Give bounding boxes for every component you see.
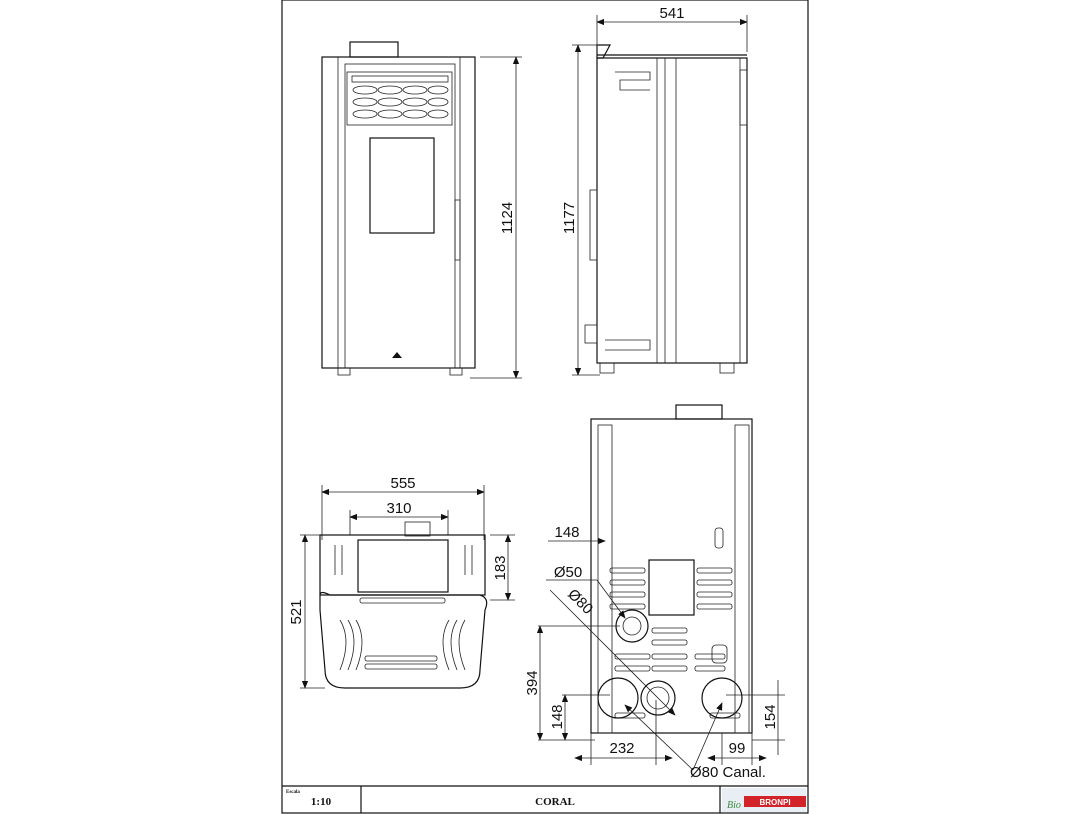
rear-air-inlet-diameter: Ø50 [554,564,582,581]
front-view: 1124 [321,41,522,379]
top-depth-dimension: 521 [288,599,305,624]
rear-lower-outlet-height: 148 [549,704,566,729]
top-inner-width-dimension: 310 [386,500,411,517]
model-name: CORAL [535,796,575,808]
title-block: Escala 1:10 CORAL Bio BRONPI [282,785,808,813]
rear-channel-offset: 99 [729,740,746,757]
rear-lower-outlet-offset: 232 [609,740,634,757]
side-view: 541 1177 [561,5,748,376]
top-view: 555 310 183 521 [288,475,515,689]
scale-value: 1:10 [311,796,332,808]
rear-view: 148 Ø50 Ø80 394 148 232 99 154 Ø80 Canal… [524,404,785,781]
top-offset-dimension: 183 [492,555,509,580]
drawing-frame [281,0,809,814]
side-height-dimension: 1177 [561,202,578,234]
svg-text:BRONPI: BRONPI [759,798,790,807]
top-width-dimension: 555 [390,475,415,492]
rear-flue-offset-dimension: 148 [554,524,579,541]
scale-label: Escala [286,790,300,795]
rear-channel-height: 154 [762,704,779,729]
front-height-dimension: 1124 [499,202,516,234]
rear-channel-diameter: Ø80 Canal. [690,764,766,781]
side-depth-dimension: 541 [659,5,684,22]
svg-text:Bio: Bio [727,800,741,811]
rear-flue-height-dimension: 394 [524,670,541,695]
bronpi-logo: Bio BRONPI [722,788,806,812]
